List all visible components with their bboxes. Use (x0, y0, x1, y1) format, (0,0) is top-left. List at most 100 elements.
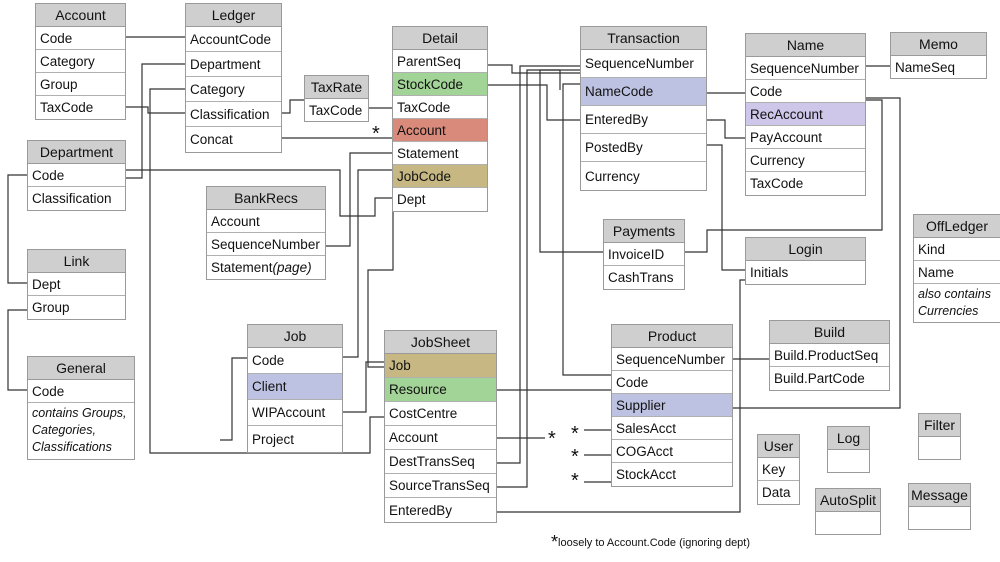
field-bankrecs-statement: Statement (page) (211, 260, 312, 275)
table-name-title: Name (746, 34, 865, 57)
table-product: Product SequenceNumber Code Supplier Sal… (611, 324, 733, 487)
field-job-client: Client (248, 374, 342, 400)
link-client-costcentre (342, 361, 385, 413)
table-autosplit-body (816, 512, 880, 534)
link-taxcode-ledger-classification (126, 106, 186, 114)
table-detail-title: Detail (393, 27, 487, 50)
field-link-dept: Dept (28, 273, 125, 296)
field-memo-nameseq: NameSeq (895, 59, 956, 75)
field-name-recaccount: RecAccount (746, 103, 865, 126)
field-general-code: Code (28, 380, 134, 403)
table-log-title: Log (828, 427, 869, 450)
table-offledger: OffLedger Kind Name also contains Curren… (913, 214, 1000, 323)
table-memo-title: Memo (891, 33, 986, 56)
field-login-initials: Initials (750, 265, 789, 280)
field-detail-parentseq: ParentSeq (393, 50, 487, 73)
field-ledger-accountcode: AccountCode (186, 27, 281, 52)
link-jobcode-job (342, 169, 393, 358)
table-link: Link Dept Group (27, 249, 126, 320)
field-ledger-category: Category (186, 77, 281, 102)
field-name-sequencenumber: SequenceNumber (746, 57, 865, 80)
footnote-text: loosely to Account.Code (ignoring dept) (558, 537, 751, 549)
table-job: Job Code Client WIPAccount Project (247, 324, 343, 453)
link-group-general (7, 309, 28, 391)
field-detail-account: Account (393, 119, 487, 142)
link-parentseq-transaction (487, 64, 581, 74)
table-build: Build Build.ProductSeq Build.PartCode (769, 320, 890, 391)
table-ledger: Ledger AccountCode Department Category C… (185, 3, 282, 153)
footnote-star: * (551, 532, 559, 552)
table-job-title: Job (248, 325, 342, 348)
field-taxrate-taxcode: TaxCode (309, 102, 363, 118)
star-product-salesacct: * (571, 423, 579, 445)
field-bankrecs-sequencenumber: SequenceNumber (207, 233, 325, 256)
table-filter-title: Filter (919, 414, 960, 437)
field-product-stockacct: StockAcct (616, 467, 677, 482)
field-detail-stockcode: StockCode (393, 73, 487, 96)
link-payments-name (684, 99, 883, 253)
field-jobsheet-enteredby: EnteredBy (389, 502, 453, 518)
table-transaction-title: Transaction (581, 27, 706, 50)
field-department-code: Code (28, 164, 125, 187)
field-product-sequencenumber: SequenceNumber (612, 348, 732, 371)
table-log-body (828, 450, 869, 472)
field-offledger-kind: Kind (914, 238, 1000, 261)
link-dept-ledger (126, 63, 186, 179)
field-jobsheet-job: Job (385, 354, 496, 378)
field-product-code: Code (612, 371, 732, 394)
footnote: *loosely to Account.Code (ignoring dept) (551, 532, 750, 553)
field-build-productseq: Build.ProductSeq (770, 344, 889, 367)
link-statement-bankrecs (325, 152, 393, 247)
field-detail-taxcode: TaxCode (393, 96, 487, 119)
field-payments-cashtrans: CashTrans (608, 270, 674, 285)
field-account-taxcode: TaxCode (40, 100, 94, 115)
table-department: Department Code Classification (27, 140, 126, 211)
table-message: Message (908, 483, 971, 530)
field-job-code: Code (248, 348, 342, 374)
field-detail-jobcode: JobCode (393, 165, 487, 188)
field-jobsheet-resource: Resource (385, 378, 496, 402)
field-payments-invoiceid: InvoiceID (604, 243, 684, 266)
field-ledger-classification: Classification (186, 102, 281, 127)
table-offledger-title: OffLedger (914, 215, 1000, 238)
table-autosplit: AutoSplit (815, 488, 881, 535)
table-department-title: Department (28, 141, 125, 164)
table-general-title: General (28, 357, 134, 380)
link-desttransseq (497, 65, 581, 464)
link-ledger-category-to-general (149, 88, 385, 454)
field-product-supplier: Supplier (612, 394, 732, 417)
field-transaction-postedby: PostedBy (581, 134, 706, 162)
table-user-title: User (758, 435, 799, 458)
link-name-offledger (732, 97, 901, 409)
field-transaction-currency: Currency (585, 168, 640, 184)
field-jobsheet-desttransseq: DestTransSeq (385, 450, 496, 474)
field-transaction-enteredby: EnteredBy (581, 106, 706, 134)
link-transaction-login (707, 144, 746, 271)
table-log: Log (827, 426, 870, 473)
field-name-taxcode: TaxCode (750, 176, 804, 191)
table-build-title: Build (770, 321, 889, 344)
table-general: General Code contains Groups, Categories… (27, 356, 135, 460)
link-dept-link (7, 174, 28, 284)
link-stockcode-transaction (487, 84, 581, 121)
table-user: User Key Data (757, 434, 800, 505)
table-memo: Memo NameSeq (890, 32, 987, 79)
field-user-key: Key (758, 458, 799, 481)
field-user-data: Data (762, 485, 791, 500)
table-transaction: Transaction SequenceNumber NameCode Ente… (580, 26, 707, 191)
star-product-stockacct: * (571, 470, 579, 492)
link-name-currency (707, 119, 746, 139)
table-autosplit-title: AutoSplit (816, 489, 880, 512)
field-name-code: Code (746, 80, 865, 103)
table-taxrate: TaxRate TaxCode (304, 75, 369, 122)
table-filter-body (919, 437, 960, 459)
field-account-group: Group (36, 73, 125, 96)
field-job-wipaccount: WIPAccount (248, 400, 342, 426)
link-product-sequence (562, 83, 612, 376)
field-detail-dept: Dept (397, 192, 426, 207)
link-transaction-sequence (539, 69, 604, 253)
star-detail-account: * (372, 123, 380, 145)
field-ledger-concat: Concat (190, 132, 233, 147)
field-job-project: Project (252, 431, 295, 447)
